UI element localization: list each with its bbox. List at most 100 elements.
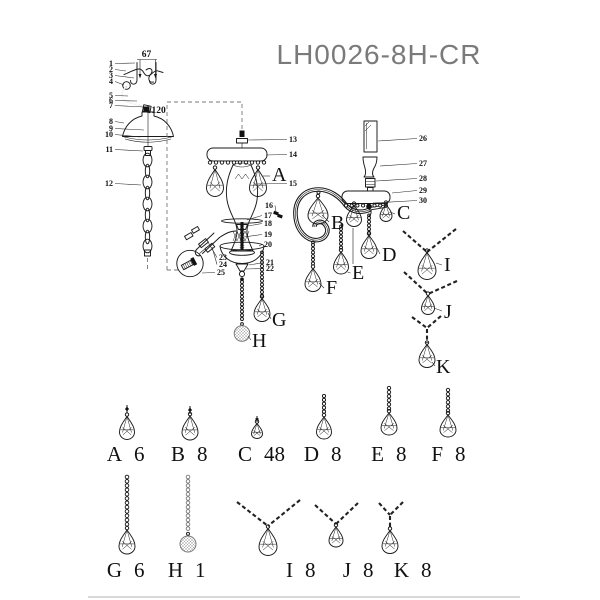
part-leader-17 [246,215,263,221]
teardrop-ring [265,524,271,529]
bead-chain-D [367,216,371,235]
hub-screw-1 [273,210,279,216]
chain-bead [386,389,392,395]
teardrop-ring [386,408,392,414]
v-chain-K [411,315,442,329]
part-number-12: 12 [105,179,113,188]
chain-bead [185,474,191,480]
legend-qty-E: 8 [396,442,407,466]
legend-v-chain [236,499,301,527]
chain-bead [339,227,343,231]
legend-pendant-F [439,410,457,438]
crystal-pendants [206,165,437,368]
part-number-5: 5 [109,91,113,100]
chain-bead [386,402,392,407]
chain-bead [185,496,191,501]
teardrop-outline [316,416,332,440]
part-number-17: 17 [264,211,272,220]
chain-bead [367,223,371,228]
part-number-8: 8 [109,117,113,126]
teardrop-facets [382,530,398,550]
part-number-28: 28 [419,174,427,183]
band-bead [261,160,267,165]
dimension-120: 120 [152,106,167,116]
crystal-pendant-B [307,193,329,225]
chain-bead [124,500,130,506]
teardrop-outline [380,412,398,436]
teardrop-facets [120,416,134,436]
legend-chain [185,474,191,531]
teardrop-outline [346,205,362,227]
band-bead [231,160,237,165]
chain-bead [124,509,130,514]
teardrop-facets [419,252,435,275]
dim-arrow-left [138,74,142,79]
chain-bead [240,280,244,284]
chain-link [144,163,151,179]
bead-chain-F [311,243,315,266]
socket-lines [365,181,375,185]
part-leader-11 [114,149,144,152]
legend-letter-D: D [304,442,319,466]
hub-screw-2 [277,213,283,219]
loose-screw-1 [184,232,194,241]
legend-ball-ring [186,531,190,536]
part-number-20: 20 [264,240,272,249]
hanging-chain [142,152,153,257]
top-finial-collar [236,138,248,144]
v-chain-J [403,271,458,295]
chain-bead [260,290,264,294]
candle-stack [341,120,391,217]
vase-rim [232,162,252,168]
ball-outline [233,325,251,342]
chain-bead [260,256,264,261]
part-number-10: 10 [105,130,113,139]
teardrop-ring [445,410,451,416]
legend-letter-H: H [168,558,183,582]
chain-bead [311,250,315,255]
teardrop-facets [309,197,327,220]
band-bead [225,160,231,165]
chain-link [144,207,151,223]
crystal-pendant-D [360,231,378,259]
legend-letter-K: K [394,558,409,582]
part-leader-9 [114,128,145,131]
part-number-15: 15 [289,179,297,188]
chain-bead [260,264,264,269]
legend-letter-I: I [286,558,293,582]
teardrop-ring [315,193,321,199]
ring-bead [343,203,349,208]
chain-bead [339,241,343,246]
legend-pendant-B [181,411,199,441]
pendant-label-E: E [352,262,364,284]
part-leader-4 [114,81,125,86]
part-number-13: 13 [289,135,297,144]
chain-bead [124,522,130,527]
hub-screw-2-shape [277,213,283,219]
chain-bead [185,517,191,523]
chain-top-link [145,150,151,156]
clamp-screw-2 [204,242,216,253]
canopy-top-nut [143,106,150,113]
teardrop-ring [124,412,130,417]
legend-pendant-C [251,419,263,439]
crystal-pendant-A1 [206,165,224,197]
crystal-pendant-E [333,247,349,275]
teardrop-facets [329,526,343,544]
part-number-22: 22 [266,264,274,273]
chain-bead [124,479,130,484]
legend-letter-A: A [107,442,123,466]
pendant-leader-G [267,312,272,320]
clamp-screw-2-shape [204,242,216,253]
teardrop-facets [252,423,262,436]
pendant-hook [368,209,372,217]
s-hook [145,68,154,83]
legend-ball [179,535,197,553]
legend-qty-C: 48 [264,442,285,466]
part-number-26: 26 [419,134,427,143]
chain-bead [185,522,191,527]
